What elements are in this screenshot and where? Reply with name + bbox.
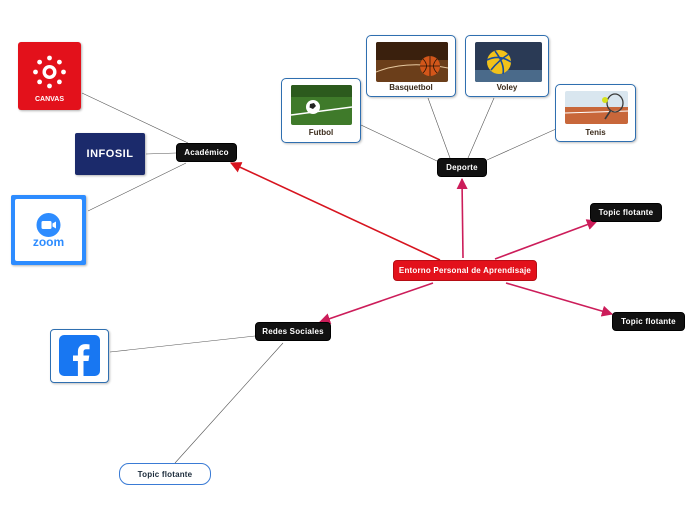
connector-central-topic-right-2 bbox=[505, 282, 614, 317]
basquetbol-label: Basquetbol bbox=[389, 83, 433, 92]
card-basquetbol[interactable]: Basquetbol bbox=[366, 35, 456, 97]
connector-redes-facebook bbox=[109, 335, 256, 353]
zoom-logo[interactable]: zoom bbox=[11, 195, 86, 265]
connector-redes-topic-bottom bbox=[174, 342, 284, 464]
topic-academico[interactable]: Académico bbox=[176, 143, 237, 162]
topic-redes-sociales[interactable]: Redes Sociales bbox=[255, 322, 331, 341]
connector-academico-infosil bbox=[145, 152, 177, 155]
facebook-icon bbox=[59, 335, 100, 376]
canvas-icon bbox=[33, 55, 66, 89]
topic-deporte[interactable]: Deporte bbox=[437, 158, 487, 177]
connector-deporte-tenis bbox=[486, 128, 557, 161]
connector-academico-zoom bbox=[87, 162, 187, 212]
zoom-camera-icon bbox=[36, 213, 61, 237]
zoom-label: zoom bbox=[32, 235, 65, 249]
connector-deporte-futbol bbox=[360, 124, 438, 162]
tenis-label: Tenis bbox=[585, 128, 606, 137]
infosil-logo[interactable]: INFOSIL bbox=[75, 133, 145, 175]
topic-floating-right-1[interactable]: Topic flotante bbox=[590, 203, 662, 222]
basquetbol-image bbox=[376, 42, 448, 82]
connector-deporte-basquetbol bbox=[427, 97, 451, 159]
canvas-label: CANVAS bbox=[34, 96, 65, 103]
central-topic[interactable]: Entorno Personal de Aprendisaje bbox=[393, 260, 537, 281]
futbol-label: Futbol bbox=[308, 128, 334, 137]
card-futbol[interactable]: Futbol bbox=[281, 78, 361, 143]
facebook-card[interactable] bbox=[50, 329, 109, 383]
topic-floating-right-1-label: Topic flotante bbox=[598, 208, 654, 217]
topic-redes-sociales-label: Redes Sociales bbox=[262, 327, 324, 336]
tenis-image bbox=[565, 91, 628, 124]
connector-central-academico bbox=[229, 162, 441, 261]
topic-floating-right-2[interactable]: Topic flotante bbox=[612, 312, 685, 331]
canvas-logo[interactable]: CANVAS bbox=[18, 42, 81, 110]
topic-floating-bottom-label: Topic flotante bbox=[137, 469, 193, 479]
voley-label: Voley bbox=[496, 83, 518, 92]
connector-deporte-voley bbox=[467, 97, 495, 159]
central-topic-label: Entorno Personal de Aprendisaje bbox=[398, 266, 532, 275]
connector-central-topic-right-1 bbox=[494, 219, 599, 260]
futbol-image bbox=[291, 85, 352, 125]
connector-academico-canvas bbox=[81, 92, 189, 144]
topic-academico-label: Académico bbox=[184, 148, 229, 157]
voley-image bbox=[475, 42, 542, 82]
connector-central-redes bbox=[318, 282, 434, 325]
card-tenis[interactable]: Tenis bbox=[555, 84, 636, 142]
connector-central-deporte bbox=[456, 177, 468, 259]
topic-floating-right-2-label: Topic flotante bbox=[621, 317, 676, 326]
infosil-label: INFOSIL bbox=[86, 148, 134, 160]
topic-floating-bottom[interactable]: Topic flotante bbox=[119, 463, 211, 485]
topic-deporte-label: Deporte bbox=[446, 163, 478, 172]
card-voley[interactable]: Voley bbox=[465, 35, 549, 97]
